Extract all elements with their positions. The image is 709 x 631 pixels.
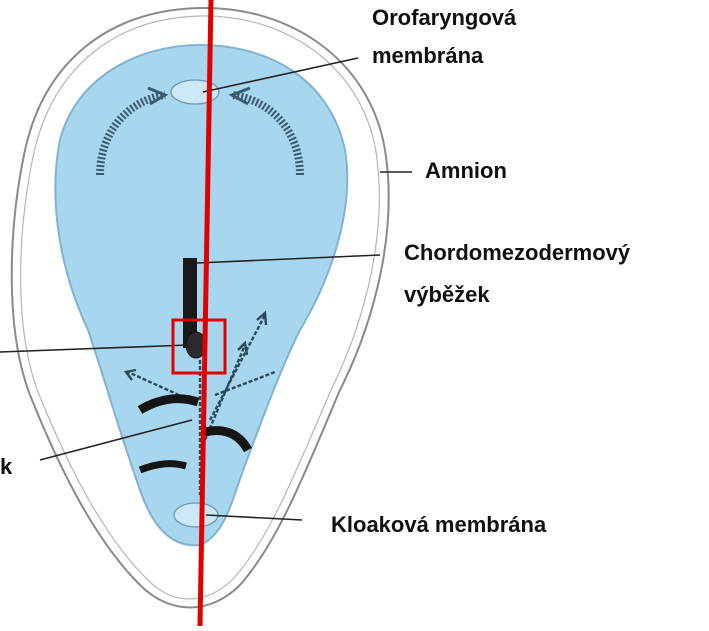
label-kloakova: Kloaková membrána — [331, 510, 546, 540]
label-orofaryngova-1: Orofaryngová — [372, 3, 516, 33]
label-left-cut: k — [0, 452, 12, 482]
label-chordo-1: Chordomezodermový — [404, 238, 630, 268]
label-amnion: Amnion — [425, 156, 507, 186]
label-orofaryngova-2: membrána — [372, 41, 483, 71]
label-chordo-2: výběžek — [404, 280, 490, 310]
